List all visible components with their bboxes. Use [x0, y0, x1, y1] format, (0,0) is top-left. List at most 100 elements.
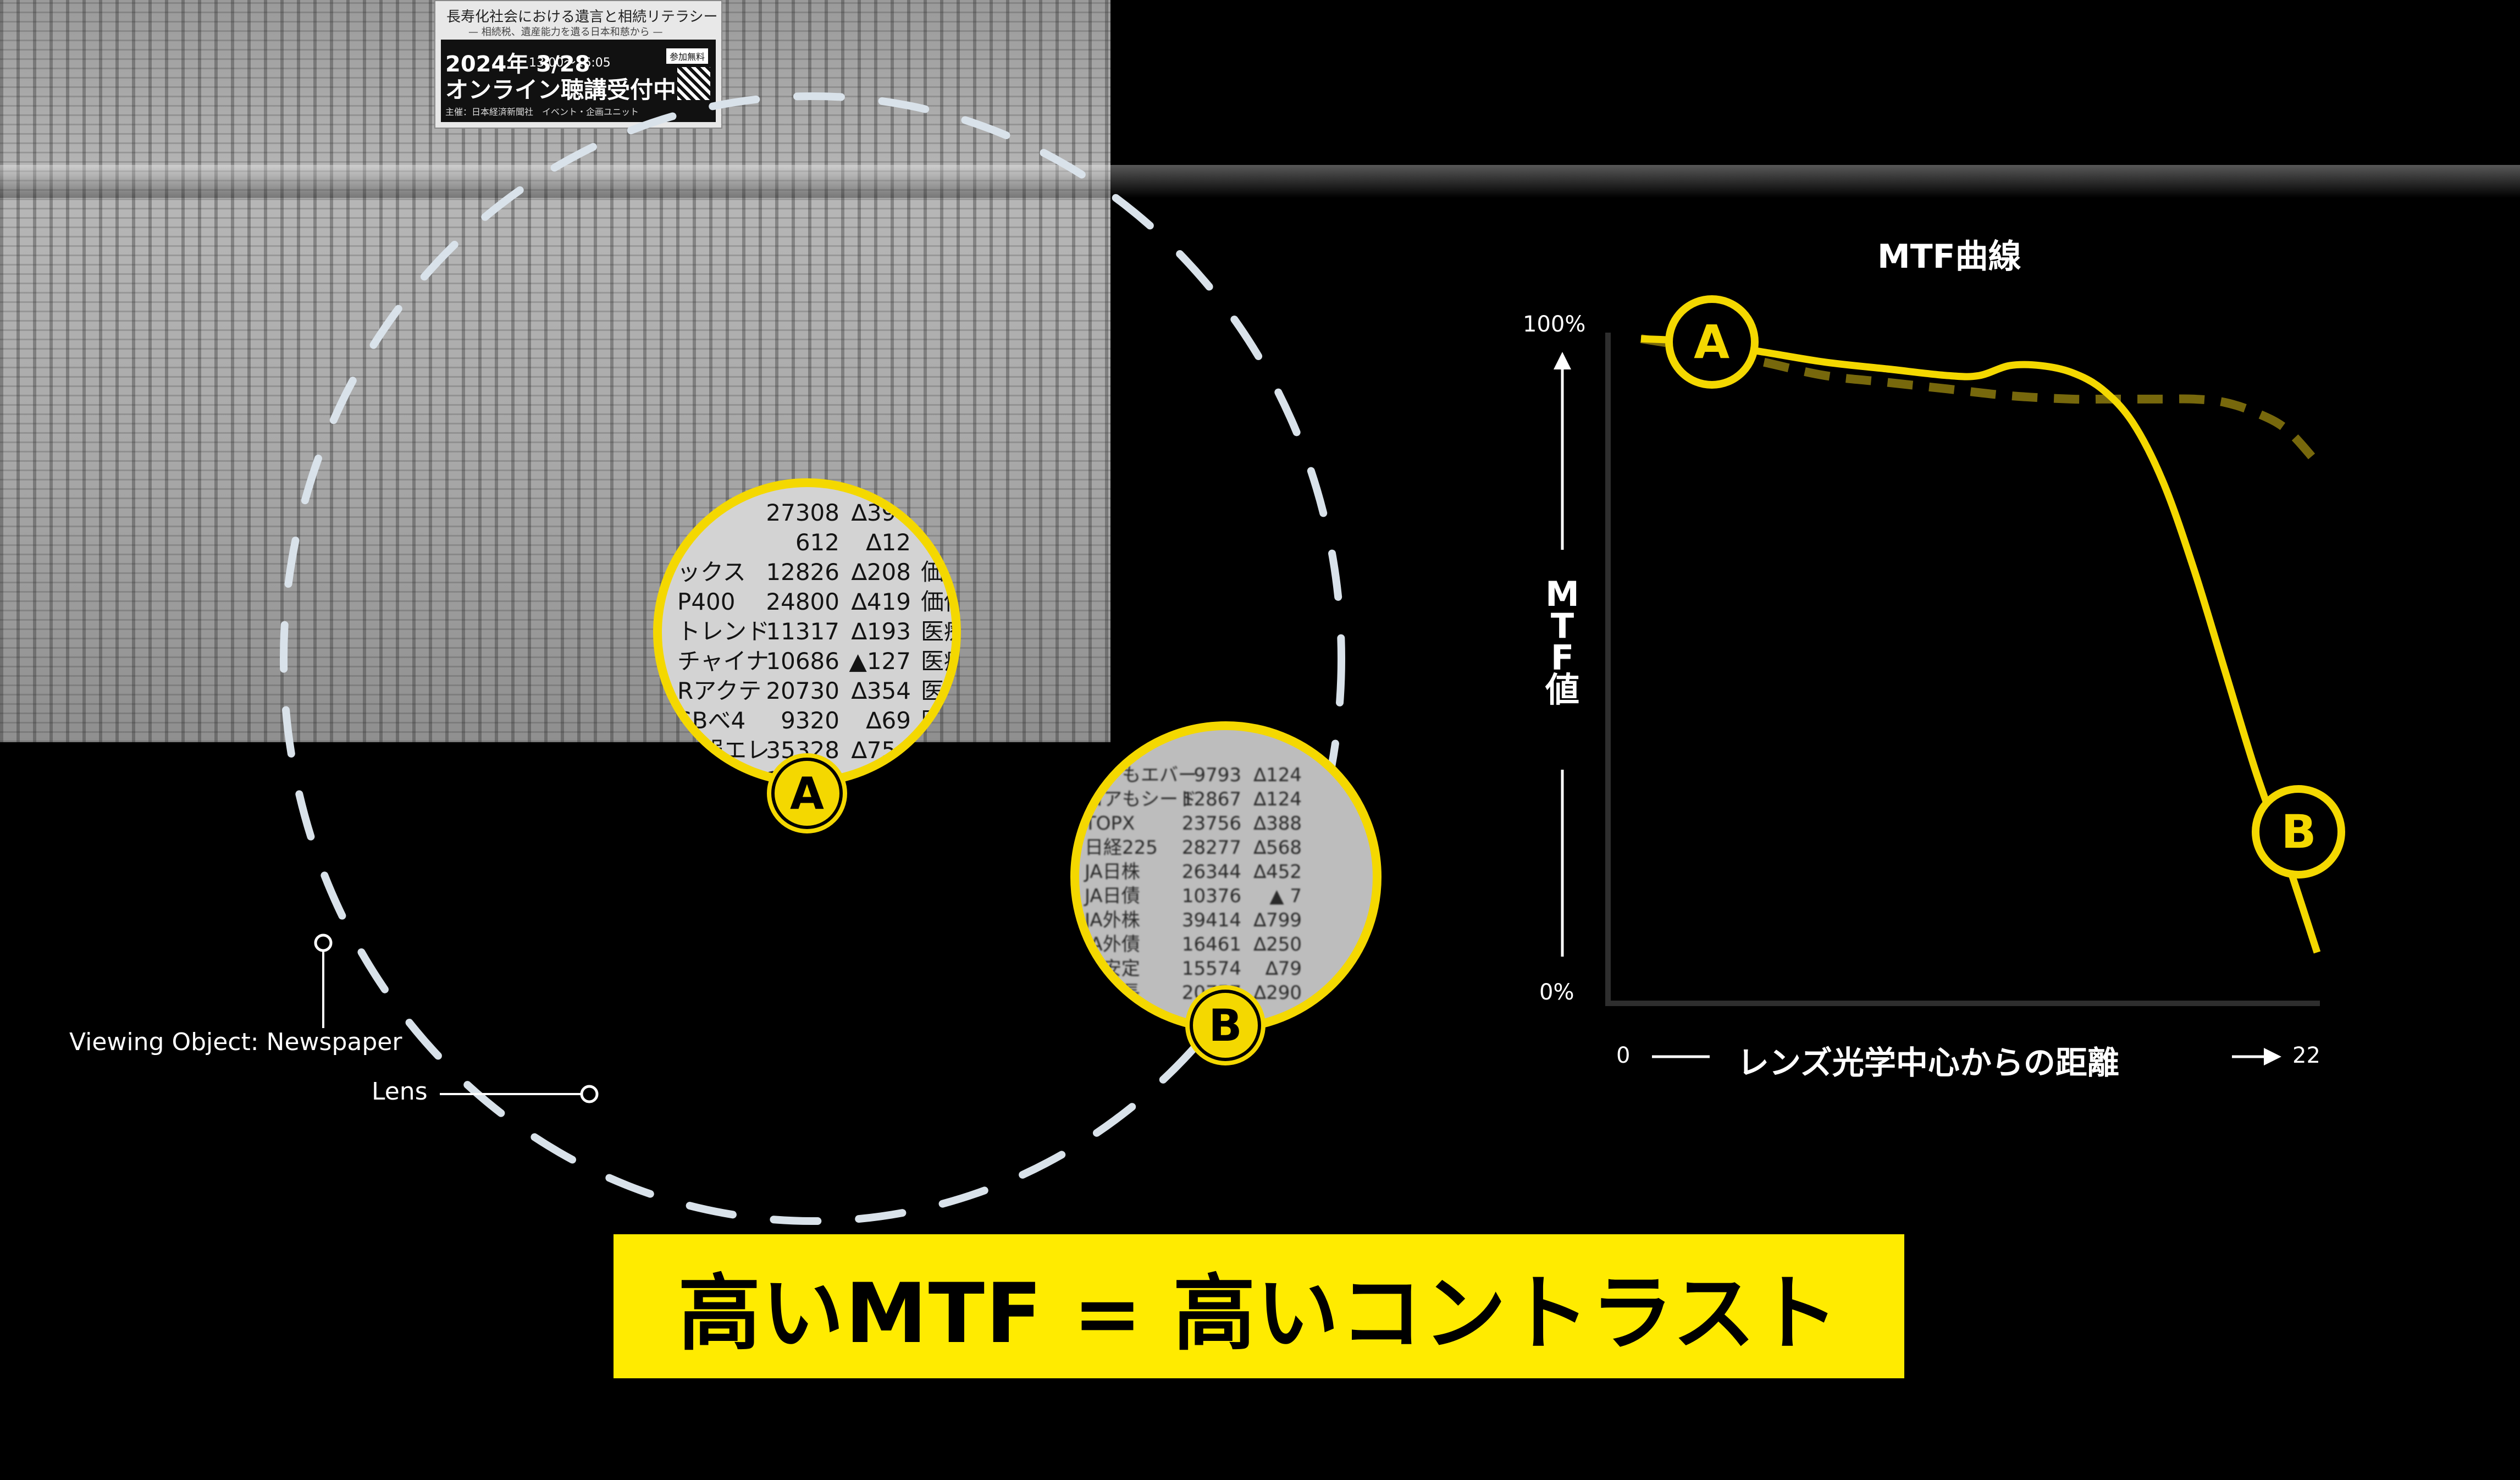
y-axis-label: M T F 値 [1543, 574, 1582, 710]
zoom-b-cell: 15574 [1181, 958, 1241, 980]
zoom-a-cell: 米株 [921, 737, 952, 764]
ad-time: 13:00〜16:05 [529, 56, 611, 70]
newspaper-photo: 長寿化社会における遺言と相続リテラシー — 相続税、遺産能力を遺る日本和慈から … [0, 0, 2520, 742]
zoom-b-cell: 39414 [1181, 909, 1241, 931]
zoom-a-row: 612∆12 [677, 528, 952, 557]
zoom-a-cell: 20730 [766, 677, 839, 704]
zoom-a-cell: 医療 [921, 648, 952, 675]
zoom-a-cell: ∆193 [851, 618, 911, 645]
zoom-b-cell: JA日債 [1085, 885, 1140, 907]
zoom-a-cell: ∆354 [851, 677, 911, 704]
lens-label: Lens [372, 1078, 428, 1106]
zoom-b-cell: 日経225 [1085, 837, 1158, 859]
ad-badge: 参加無料 [666, 48, 709, 64]
y-axis-label-char: M [1545, 574, 1579, 614]
zoom-b-cell: ∆124 [1253, 764, 1302, 786]
mtf-series-solid [1640, 335, 2321, 954]
zoom-b-row: TOPX 23756 ∆388 [1085, 811, 1302, 836]
x-axis-arrow-head [2264, 1048, 2281, 1065]
zoom-b-cell: ∆250 [1253, 934, 1302, 956]
y-axis-label-char: T [1550, 606, 1574, 646]
zoom-b-row: JA日債 10376 ▲ 7 [1085, 884, 1302, 908]
chart-marker-b: B [2252, 785, 2346, 879]
x-axis-label: レンズ光学中心からの距離 [1737, 1044, 2119, 1081]
mtf-series-dashed [1640, 334, 2320, 466]
zoom-b-cell: 16461 [1181, 934, 1241, 956]
lens-dashed-ring [280, 92, 1345, 1225]
ad-organizer: 主催：日本経済新聞社 イベント・企画ユニット [445, 107, 639, 117]
zoom-b-cell: ∆568 [1253, 837, 1302, 859]
zoom-b-cell: 12867 [1181, 788, 1241, 810]
y-axis-arrow-head [1554, 352, 1571, 369]
zoom-b-cell: 26344 [1181, 861, 1241, 883]
zoom-b-cell: 9793 [1193, 764, 1241, 786]
zoom-a-cell: 27308 [766, 499, 839, 526]
zoom-a-cell: 価値 [921, 588, 952, 615]
zoom-a-cell: ▲127 [849, 648, 911, 675]
zoom-a-cell: ∆307 [851, 766, 911, 786]
zoom-a-cell: 11317 [766, 618, 839, 645]
zoom-a-cell: Rアクテ [677, 677, 762, 704]
series-layer [1640, 334, 2321, 954]
zoom-a-cell: ∆12 [866, 529, 911, 556]
zoom-a-cell: 医療 [921, 707, 952, 734]
zoom-a-cell: 欧 [677, 766, 701, 786]
zoom-a-cell: ∆397 [851, 499, 911, 526]
y-axis-label-char: 値 [1545, 670, 1579, 710]
zoom-a-cell: 医療 [921, 618, 952, 645]
zoom-b-cell: TOPX [1085, 813, 1135, 835]
zoom-b-cell: ∆124 [1253, 788, 1302, 810]
zoom-a-cell: 価 [921, 559, 944, 586]
zoom-b-cell: JA成長 [1085, 982, 1140, 1004]
zoom-b-cell: JA外株 [1085, 909, 1140, 931]
zoom-b-cell: 10376 [1181, 885, 1241, 907]
zoom-a-cell: 24800 [766, 588, 839, 615]
chart-marker-a: A [1665, 295, 1759, 389]
zoom-b-cell: JA日株 [1085, 861, 1140, 883]
zoom-a-cell: SBべ4 [677, 707, 746, 734]
zoom-a-row: P400 24800 ∆419 価値 [677, 587, 952, 617]
qr-code-icon [677, 67, 710, 100]
zoom-a-cell: 10686 [766, 648, 839, 675]
ad-headline: 長寿化社会における遺言と相続リテラシー [446, 9, 718, 25]
zoom-b-row: JA外債 16461 ∆250 [1085, 932, 1302, 957]
newspaper-ad: 長寿化社会における遺言と相続リテラシー — 相続税、遺産能力を遺る日本和慈から … [434, 0, 722, 129]
zoom-b-cell: ∆388 [1253, 813, 1302, 835]
zoom-a-cell: ∆208 [851, 559, 911, 586]
lens-pin [580, 1085, 599, 1103]
zoom-a-cell: ックス [677, 559, 746, 586]
zoom-a-cell: 米株 [921, 766, 952, 786]
chart-title: MTF曲線 [1877, 238, 2021, 276]
zoom-a-cell: P400 [677, 588, 736, 615]
zoom-a-cell: 情報エレ [677, 737, 770, 764]
zoom-a-cell: 12826 [766, 559, 839, 586]
marker-b: B [1185, 985, 1265, 1065]
zoom-b-row: JA日株 26344 ∆452 [1085, 860, 1302, 884]
zoom-a-row: ックス 12826 ∆208 価 [677, 557, 952, 587]
y-axis-label-char: F [1550, 638, 1574, 678]
zoom-b-cell: JA外債 [1085, 934, 1140, 956]
zoom-b-cell: ∆79 [1265, 958, 1302, 980]
zoom-a-row: 27308 ∆397 [677, 498, 952, 528]
ad-date: 2024年 3/28 [445, 52, 590, 77]
y-tick-0: 0% [1539, 980, 1574, 1005]
viewing-object-label: Viewing Object: Newspaper [69, 1028, 402, 1056]
ad-main: オンライン聴講受付中 [445, 76, 677, 103]
zoom-b-cell: ▲ 7 [1269, 885, 1302, 907]
zoom-b-cell: ∆452 [1253, 861, 1302, 883]
zoom-a-cell: 9320 [781, 707, 839, 734]
zoom-b-cell: 23756 [1181, 813, 1241, 835]
zoom-a-cell: チャイナ [677, 648, 769, 675]
zoom-a-cell: ∆419 [851, 588, 911, 615]
zoom-b-cell: ∆290 [1253, 982, 1302, 1004]
x-tick-0: 0 [1616, 1043, 1631, 1068]
zoom-a-cell: 医療 [921, 677, 952, 704]
